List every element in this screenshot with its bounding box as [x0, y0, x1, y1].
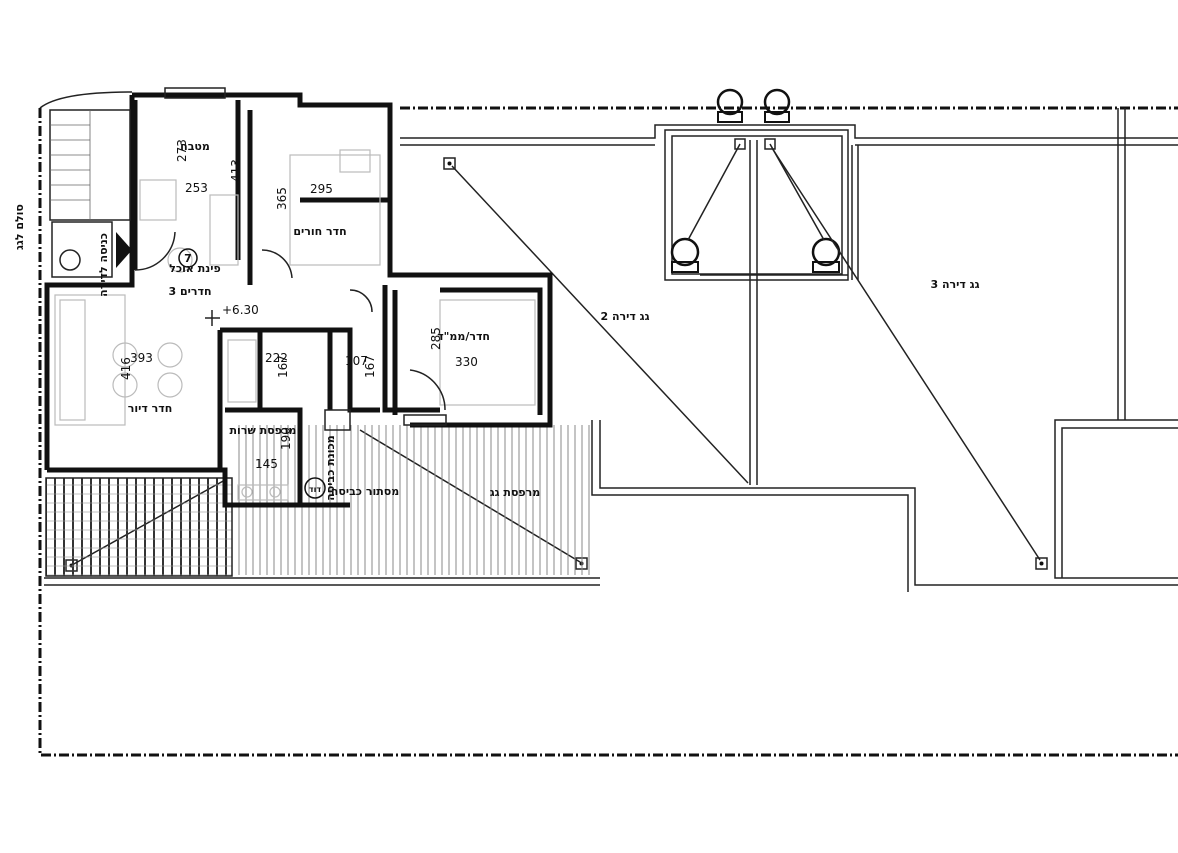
dim-330: 330 — [455, 355, 478, 369]
dim-253: 253 — [185, 181, 208, 195]
bedroom-label: חדר חורים — [293, 225, 346, 238]
dim-273: 273 — [175, 139, 189, 162]
furniture — [54, 87, 536, 501]
dim-285: 285 — [429, 327, 443, 350]
apt-number: 7 — [184, 252, 192, 265]
property-boundary — [38, 106, 1178, 757]
living-room-label: חדר דיור — [128, 402, 173, 415]
elevation-marker: +6.30 — [205, 303, 259, 326]
room-count-label: 3 חדרים — [168, 285, 211, 298]
hvac-unit-icon — [716, 88, 744, 123]
roof-terrace-area — [45, 425, 595, 577]
dim-167b: 167 — [363, 355, 377, 378]
entrance-arrow-icon — [116, 232, 132, 268]
dim-365: 365 — [275, 187, 289, 210]
hvac-unit-icon — [763, 88, 791, 123]
drain-icon — [1035, 557, 1048, 570]
entrance-vestibule — [51, 221, 176, 278]
dim-107: 107 — [345, 354, 368, 368]
entrance-label: כניסה לדירה — [97, 233, 110, 297]
stairs — [39, 91, 133, 221]
dim-295: 295 — [310, 182, 333, 196]
drain-icon — [443, 157, 456, 170]
dimension-labels: 273 253 413 295 365 393 416 222 167 107 … — [119, 139, 478, 471]
elevation-label: +6.30 — [222, 303, 259, 317]
laundry-screen-label: מסתור כביסה — [331, 485, 399, 498]
boiler-label: דוד — [309, 485, 321, 494]
dim-416: 416 — [119, 357, 133, 380]
kitchen-label: מטבח — [180, 140, 210, 153]
safe-room-label: חדר/ממ"ד — [437, 330, 490, 343]
apartment-number-badge: 7 — [178, 248, 198, 268]
service-balcony-label: מרפסת שרות — [230, 424, 297, 437]
dim-145: 145 — [255, 457, 278, 471]
hvac-unit-icon — [670, 237, 700, 273]
roof-apt3-label: גג דירה 3 — [930, 278, 979, 291]
roof-terrace-label: מרפסת גג — [490, 486, 540, 499]
washing-machine-label: מכונת כביסה — [324, 435, 337, 501]
dining-corner-label: פינת אוכל — [169, 262, 220, 275]
roof-apt2-label: גג דירה 2 — [600, 310, 649, 323]
dim-190: 190 — [279, 427, 293, 450]
dim-413: 413 — [229, 159, 243, 182]
room-labels: כניסה לדירה סולם לגג מטבח חדר חורים 7 פי… — [13, 140, 980, 501]
dim-167a: 167 — [276, 355, 290, 378]
roof-stairs-label: סולם לגג — [13, 204, 26, 250]
dim-393: 393 — [130, 351, 153, 365]
dim-222: 222 — [265, 351, 288, 365]
